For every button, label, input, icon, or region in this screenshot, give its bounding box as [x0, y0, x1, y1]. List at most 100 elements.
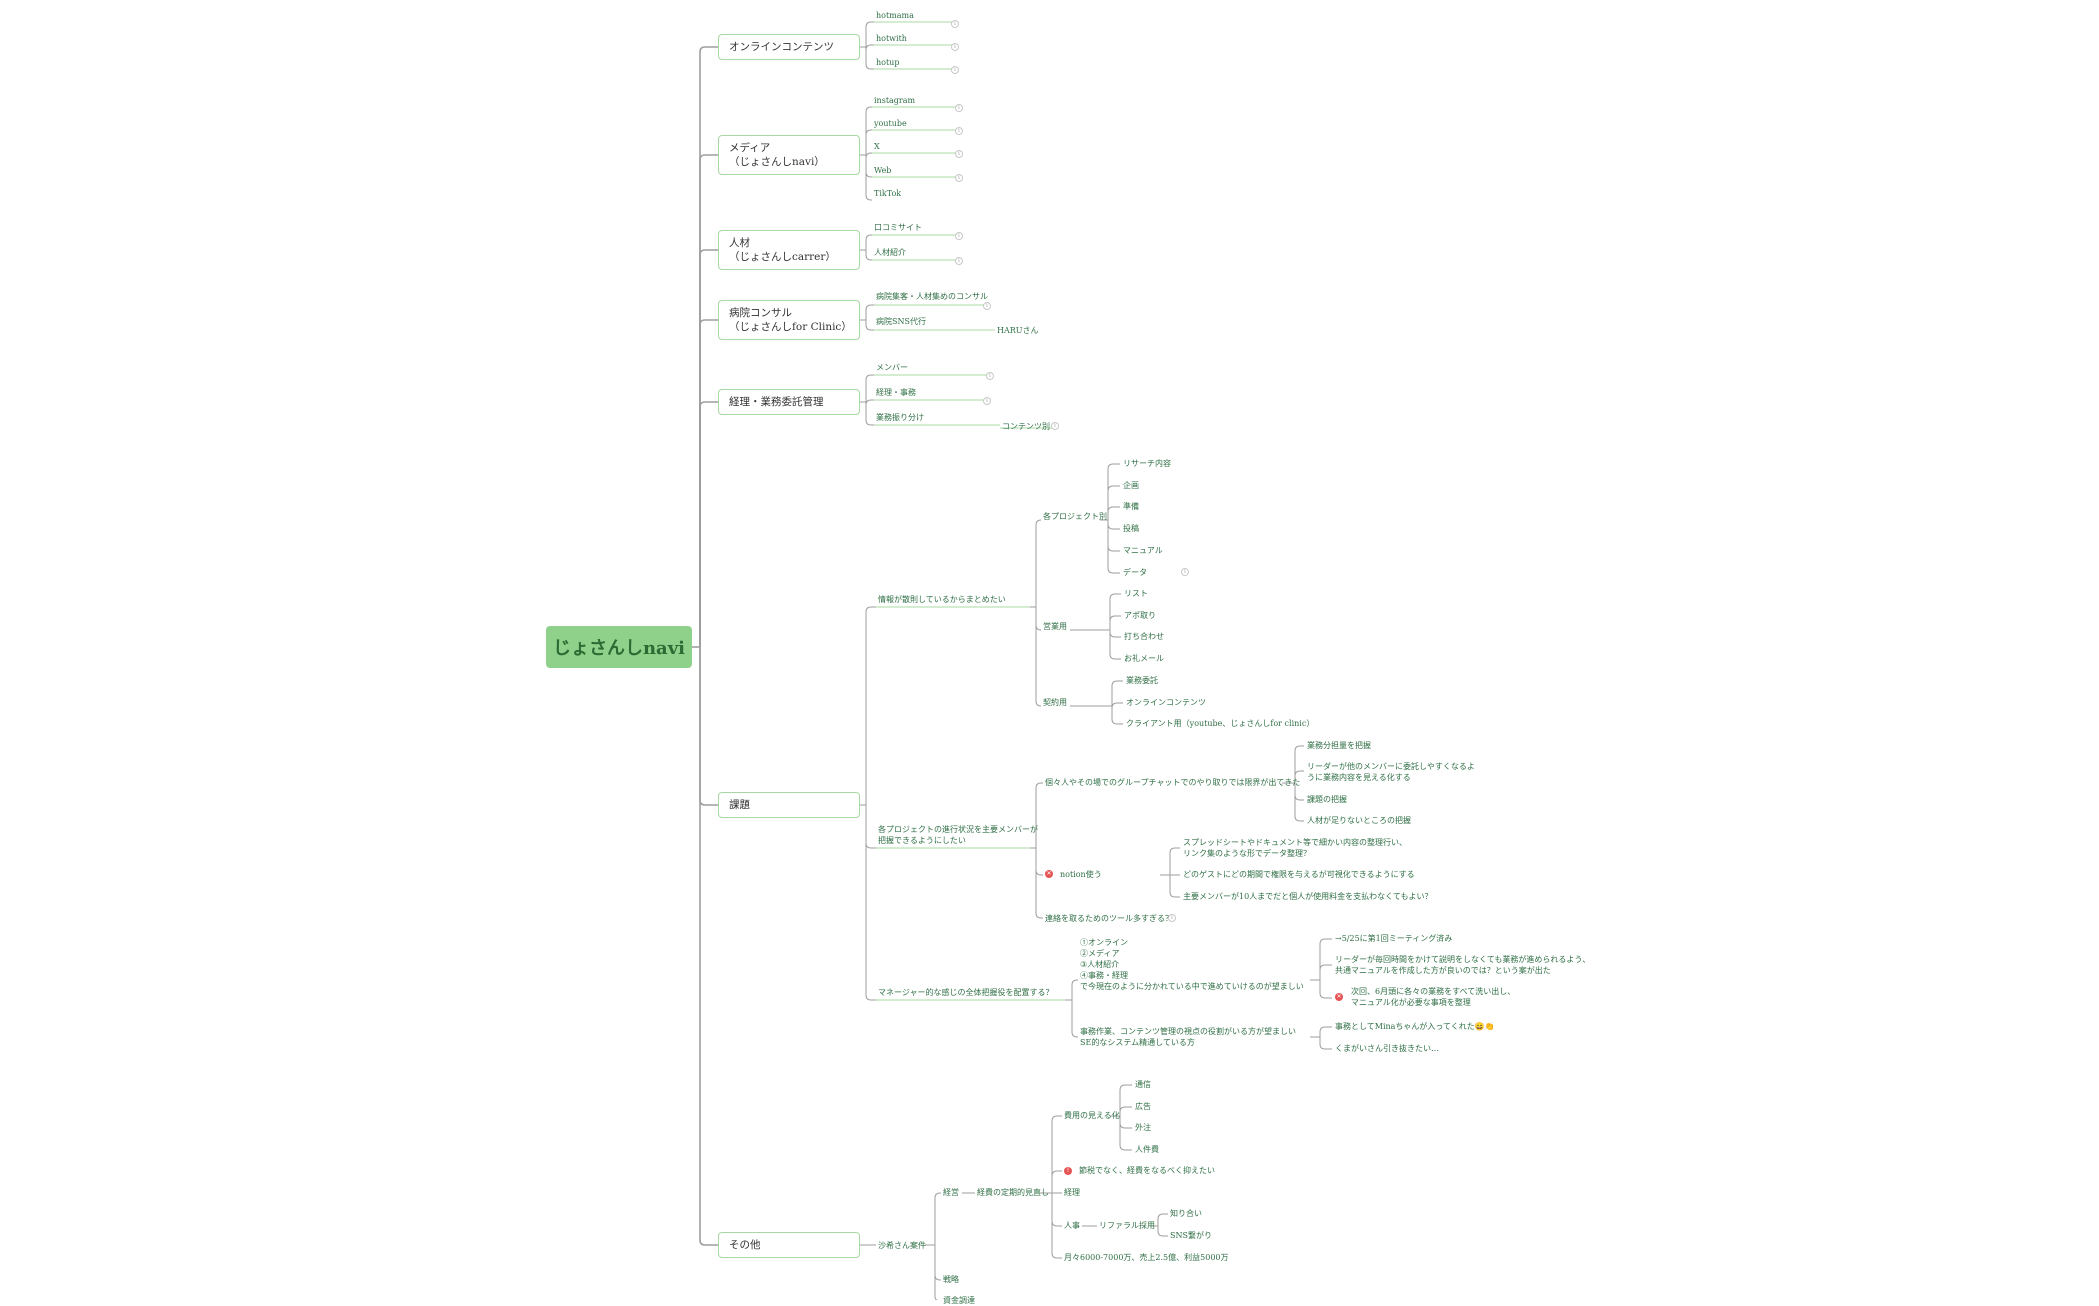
- node-hotmama[interactable]: hotmama: [876, 11, 914, 20]
- node-jinji[interactable]: 人事: [1064, 1221, 1080, 1230]
- node-toko[interactable]: 投稿: [1123, 524, 1139, 533]
- node-tsushin[interactable]: 通信: [1135, 1080, 1151, 1089]
- node-shiriai[interactable]: 知り合い: [1170, 1209, 1202, 1218]
- root-topic[interactable]: じょさんしnavi: [546, 626, 692, 668]
- node-meeting[interactable]: →5/25に第1回ミーティング済み: [1335, 934, 1453, 943]
- collapse-toggle-icon[interactable]: 1: [1051, 422, 1059, 430]
- collapse-toggle-icon[interactable]: 1: [1168, 914, 1176, 922]
- node-byoin-shukyaku[interactable]: 病院集客・人材集めのコンサル: [876, 292, 988, 301]
- branch-jinzai[interactable]: 人材 （じょさんしcarrer）: [718, 230, 860, 270]
- node-tiktok[interactable]: TikTok: [874, 189, 902, 198]
- node-apo[interactable]: アポ取り: [1124, 611, 1156, 620]
- collapse-toggle-icon[interactable]: 1: [955, 150, 963, 158]
- node-common-manual[interactable]: リーダーが毎回時間をかけて説明をしなくても業務が進められるよう、 共通マニュアル…: [1335, 955, 1591, 975]
- node-keiyaku[interactable]: 契約用: [1043, 698, 1067, 707]
- connector-line: [1071, 1000, 1078, 1038]
- node-manual[interactable]: マニュアル: [1123, 546, 1163, 555]
- node-byoin-sns[interactable]: 病院SNS代行: [876, 317, 926, 326]
- branch-online-contents[interactable]: オンラインコンテンツ: [718, 34, 860, 60]
- node-member[interactable]: メンバー: [876, 363, 908, 372]
- node-gaichu[interactable]: 外注: [1135, 1123, 1151, 1132]
- node-getsu[interactable]: 月々6000-7000万、売上2.5億、利益5000万: [1064, 1253, 1229, 1262]
- node-setsuzei[interactable]: 節税でなく、経費をなるべく抑えたい: [1079, 1166, 1215, 1175]
- node-keiri-jimu[interactable]: 経理・事務: [876, 388, 916, 397]
- node-mgr-a[interactable]: ①オンライン ②メディア ③人材紹介 ④事務・経理 で今現在のように分かれている…: [1080, 938, 1304, 991]
- node-jinzai-tarinai[interactable]: 人材が足りないところの把握: [1307, 816, 1411, 825]
- collapse-toggle-icon[interactable]: 1: [983, 302, 991, 310]
- collapse-toggle-icon[interactable]: 1: [951, 43, 959, 51]
- collapse-toggle-icon[interactable]: 1: [955, 127, 963, 135]
- node-spreadsheet[interactable]: スプレッドシートやドキュメント等で細かい内容の整理行い、 リンク集のような形でデ…: [1183, 838, 1407, 858]
- node-kadai-haaku[interactable]: 課題の把握: [1307, 795, 1347, 804]
- node-guest-kengen[interactable]: どのゲストにどの期間で権限を与えるが可視化できるようにする: [1183, 870, 1415, 879]
- node-renraku[interactable]: 連絡を取るためのツール多すぎる？: [1045, 914, 1173, 923]
- node-web[interactable]: Web: [874, 166, 892, 175]
- connector-line: [865, 374, 874, 402]
- collapse-toggle-icon[interactable]: 1: [983, 397, 991, 405]
- node-group-chat[interactable]: 個々人やその場でのグループチャットでのやり取りでは限界が出てきた: [1045, 778, 1301, 787]
- node-kuchikomi[interactable]: 口コミサイト: [874, 223, 922, 232]
- node-kumagai[interactable]: くまがいさん引き抜きたい…: [1335, 1044, 1439, 1053]
- collapse-toggle-icon[interactable]: 1: [955, 232, 963, 240]
- node-shuyo-member[interactable]: 主要メンバーが10人までだと個人が使用料金を支払わなくてもよい？: [1183, 892, 1433, 901]
- branch-media[interactable]: メディア （じょさんしnavi）: [718, 135, 860, 175]
- branch-sonota[interactable]: その他: [718, 1232, 860, 1258]
- node-online-contents-k[interactable]: オンラインコンテンツ: [1126, 698, 1206, 707]
- connector-line: [934, 1245, 941, 1281]
- node-eigyo[interactable]: 営業用: [1043, 622, 1067, 631]
- connector-line: [1294, 783, 1304, 822]
- node-joho[interactable]: 情報が散則しているからまとめたい: [878, 595, 1006, 604]
- node-x[interactable]: X: [874, 142, 880, 151]
- node-mina[interactable]: 事務としてMinaちゃんが入ってくれた😄👏: [1335, 1022, 1495, 1031]
- node-contents-betsu[interactable]: コンテンツ別: [1002, 422, 1050, 431]
- node-saki[interactable]: 沙希さん案件: [878, 1241, 926, 1250]
- node-keiri-s[interactable]: 経理: [1064, 1188, 1080, 1197]
- node-research[interactable]: リサーチ内容: [1123, 459, 1171, 468]
- collapse-toggle-icon[interactable]: 1: [955, 174, 963, 182]
- collapse-toggle-icon[interactable]: 1: [986, 372, 994, 380]
- node-keiei[interactable]: 経営: [943, 1188, 959, 1197]
- node-instagram[interactable]: instagram: [874, 96, 916, 105]
- node-bunton[interactable]: 業務分担量を把握: [1307, 741, 1371, 750]
- node-hotwith[interactable]: hotwith: [876, 34, 907, 43]
- node-haru[interactable]: HARUさん: [997, 326, 1039, 335]
- node-gyomu-furiwake[interactable]: 業務振り分け: [876, 413, 924, 422]
- node-manager[interactable]: マネージャー的な感じの全体把握役を配置する？: [878, 988, 1054, 997]
- node-oreimail[interactable]: お礼メール: [1124, 654, 1164, 663]
- node-hiyo[interactable]: 費用の見える化: [1064, 1111, 1120, 1120]
- node-list[interactable]: リスト: [1124, 589, 1148, 598]
- branch-kadai[interactable]: 課題: [718, 792, 860, 818]
- collapse-toggle-icon[interactable]: 1: [951, 66, 959, 74]
- node-kokoku[interactable]: 広告: [1135, 1102, 1151, 1111]
- node-data[interactable]: データ: [1123, 568, 1147, 577]
- collapse-toggle-icon[interactable]: 1: [955, 104, 963, 112]
- node-hotup[interactable]: hotup: [876, 58, 900, 67]
- node-jinkenhi[interactable]: 人件費: [1135, 1145, 1159, 1154]
- node-sns-tsunagari[interactable]: SNS繋がり: [1170, 1231, 1212, 1240]
- connector-line: [699, 647, 718, 1246]
- node-keihi[interactable]: 経費の定期的見直し: [977, 1188, 1049, 1197]
- node-shinko[interactable]: 各プロジェクトの進行状況を主要メンバーが 把握できるようにしたい: [878, 825, 1038, 845]
- collapse-toggle-icon[interactable]: 1: [955, 257, 963, 265]
- node-jikai[interactable]: 次回、6月頭に各々の業務をすべて洗い出し、 マニュアル化が必要な事項を整理: [1351, 987, 1516, 1007]
- node-leader-itaku[interactable]: リーダーが他のメンバーに委託しやすくなるよ うに業務内容を見える化する: [1307, 762, 1475, 782]
- node-kakupro[interactable]: 各プロジェクト別: [1043, 512, 1107, 521]
- collapse-toggle-icon[interactable]: 1: [1181, 568, 1189, 576]
- node-jinzai-shokai[interactable]: 人材紹介: [874, 248, 906, 257]
- node-mgr-b[interactable]: 事務作業、コンテンツ管理の視点の役割がいる方が望ましい SE的なシステム精通して…: [1080, 1027, 1296, 1047]
- node-youtube[interactable]: youtube: [874, 119, 907, 128]
- node-senryaku[interactable]: 戦略: [943, 1275, 959, 1284]
- branch-keiri[interactable]: 経理・業務委託管理: [718, 389, 860, 415]
- branch-byoin-consul[interactable]: 病院コンサル （じょさんしfor Clinic）: [718, 300, 860, 340]
- node-kikaku[interactable]: 企画: [1123, 481, 1139, 490]
- node-gyomu-itaku[interactable]: 業務委託: [1126, 676, 1158, 685]
- node-uchiawase[interactable]: 打ち合わせ: [1124, 632, 1164, 641]
- node-client[interactable]: クライアント用（youtube、じょさんしfor clinic）: [1126, 719, 1315, 728]
- node-notion[interactable]: notion使う: [1060, 870, 1102, 879]
- node-shikin[interactable]: 資金調達: [943, 1296, 975, 1305]
- node-junbi[interactable]: 準備: [1123, 502, 1139, 511]
- node-referral[interactable]: リファラル採用: [1099, 1221, 1155, 1230]
- connector-line: [1111, 702, 1123, 709]
- collapse-toggle-icon[interactable]: 1: [951, 20, 959, 28]
